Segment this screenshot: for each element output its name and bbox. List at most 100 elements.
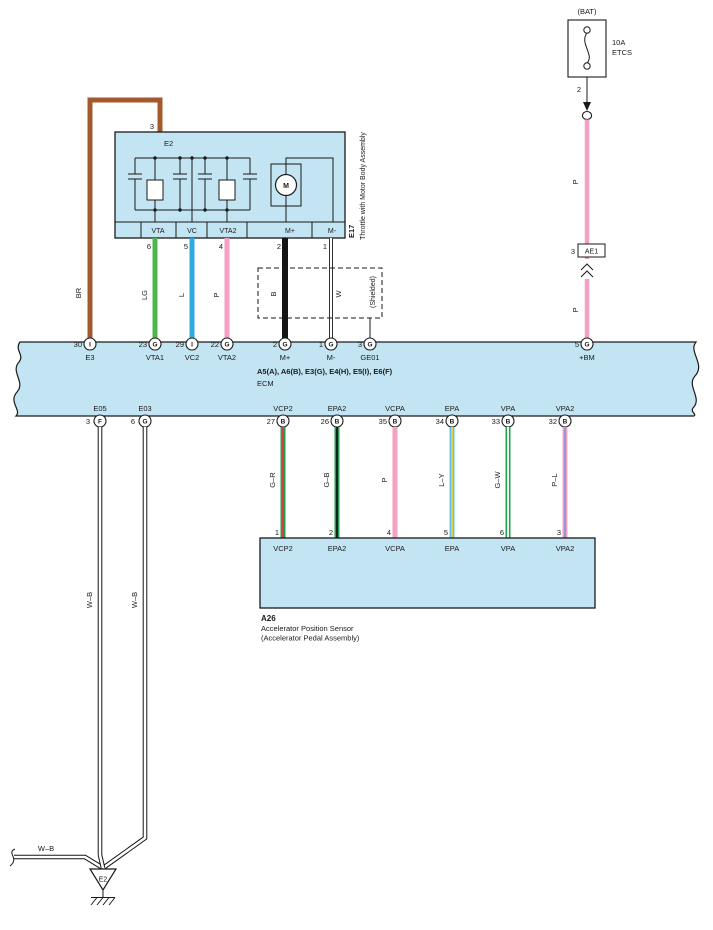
wire-color-label-gr: G–R bbox=[268, 472, 277, 488]
arrow-down-icon bbox=[583, 102, 591, 111]
sensor-name: Accelerator Position Sensor bbox=[261, 624, 354, 633]
ecm-title: ECM bbox=[257, 379, 274, 388]
sensor-name-2: (Accelerator Pedal Assembly) bbox=[261, 634, 360, 643]
throttle-connector-name: Throttle with Motor Body Assembly bbox=[360, 132, 367, 240]
pin-letter: B bbox=[506, 419, 511, 426]
fuse-symbol-icon bbox=[583, 26, 591, 70]
pin-number: 2 bbox=[273, 340, 277, 349]
wire-color-label-p: P bbox=[380, 477, 389, 482]
throttle-body-assembly: E2 M VTA VC VTA2 M+ M- 6 5 4 2 1 E17 Thr… bbox=[114, 131, 367, 251]
sensor-pin-number: 3 bbox=[557, 528, 561, 537]
terminal-label: VPA bbox=[501, 544, 515, 553]
terminal-label: VC2 bbox=[185, 353, 200, 362]
terminal-label: VPA2 bbox=[556, 544, 575, 553]
terminal-label: VPA bbox=[501, 404, 515, 413]
terminal-label: M- bbox=[327, 353, 336, 362]
pin-letter: B bbox=[450, 419, 455, 426]
wire-color-label-l: L bbox=[177, 293, 186, 297]
pin-number: 6 bbox=[131, 417, 135, 426]
battery-label: (BAT) bbox=[577, 7, 597, 16]
wire-color-label-pl: P–L bbox=[550, 473, 559, 486]
wire-color-label-br: BR bbox=[74, 287, 83, 298]
throttle-box-id: E2 bbox=[164, 139, 173, 148]
terminal-label: VCPA bbox=[385, 544, 405, 553]
pin-number: 3 bbox=[86, 417, 90, 426]
wire-color-label-ly: L–Y bbox=[437, 473, 446, 486]
pin-number: 1 bbox=[323, 242, 327, 251]
pin-number: 6 bbox=[147, 242, 151, 251]
pin-number: 29 bbox=[176, 340, 184, 349]
pin-circle bbox=[363, 337, 377, 351]
throttle-top-pin-number: 3 bbox=[150, 122, 154, 131]
ecm-band bbox=[13, 341, 700, 417]
br-wire-group: BR 3 bbox=[74, 97, 163, 340]
pin-number: 3 bbox=[358, 340, 362, 349]
sensor-box bbox=[259, 537, 596, 609]
ecm-pin-bm: 5 G +BM bbox=[575, 337, 595, 362]
ecm-connector-list: A5(A), A6(B), E3(G), E4(H), E5(I), E6(F) bbox=[257, 367, 393, 376]
pin-number: 4 bbox=[219, 242, 223, 251]
pin-number: 23 bbox=[139, 340, 147, 349]
wire-color-label-wb-e03: W–B bbox=[130, 592, 139, 608]
ecm-pin-e05: E05 3 F bbox=[86, 404, 107, 428]
pin-number: 33 bbox=[492, 417, 500, 426]
fuse-rating-label: 10A bbox=[612, 38, 625, 47]
terminal-label: EPA bbox=[445, 404, 459, 413]
sensor-id: A26 bbox=[261, 614, 276, 623]
pin-letter: B bbox=[335, 419, 340, 426]
pin-number: 30 bbox=[74, 340, 82, 349]
ecm-pin-vpa: VPA 33 B bbox=[492, 404, 515, 428]
earth-ground-icon bbox=[90, 897, 116, 906]
pin-letter: B bbox=[281, 419, 286, 426]
pin-letter: G bbox=[152, 342, 157, 349]
motor-symbol bbox=[274, 173, 298, 197]
wire-color-label-p-upper: P bbox=[571, 179, 580, 184]
terminal-label: VCPA bbox=[385, 404, 405, 413]
wire-br bbox=[87, 97, 163, 340]
pin-number: 27 bbox=[267, 417, 275, 426]
wire-color-label-p-lower: P bbox=[571, 307, 580, 312]
motor-label: M bbox=[283, 183, 289, 190]
junction-pin-number: 3 bbox=[571, 247, 575, 256]
junction-label: AE1 bbox=[585, 249, 598, 256]
wire-color-label-wb-horizontal: W–B bbox=[38, 844, 54, 853]
ecm-pin-vta1: 23 G VTA1 bbox=[139, 337, 164, 362]
wire-color-label-b: B bbox=[269, 291, 278, 296]
pin-number: 22 bbox=[211, 340, 219, 349]
pin-number: 35 bbox=[379, 417, 387, 426]
pin-letter: B bbox=[563, 419, 568, 426]
ecm-pin-vc2: 29 I VC2 bbox=[176, 337, 200, 362]
sensor-pin-number: 6 bbox=[500, 528, 504, 537]
wire-color-label-gb: G–B bbox=[322, 472, 331, 487]
pin-letter: B bbox=[393, 419, 398, 426]
pin-letter: G bbox=[224, 342, 229, 349]
sensor-pin-number: 2 bbox=[329, 528, 333, 537]
terminal-label: VCP2 bbox=[273, 404, 293, 413]
connector-node bbox=[581, 110, 593, 121]
junction-box-ae1 bbox=[577, 243, 606, 258]
wire-color-label-gw: G–W bbox=[493, 471, 502, 489]
pin-number: 2 bbox=[277, 242, 281, 251]
terminal-label: EPA bbox=[445, 544, 459, 553]
wire-color-label-wb-e05: W–B bbox=[85, 592, 94, 608]
ecm-pin-e3: 30 I E3 bbox=[74, 337, 97, 362]
pin-circle bbox=[324, 337, 338, 351]
pin-number: 32 bbox=[549, 417, 557, 426]
sensor-pin-number: 5 bbox=[444, 528, 448, 537]
pin-number: 5 bbox=[184, 242, 188, 251]
terminal-label: E03 bbox=[138, 404, 151, 413]
terminal-label: +BM bbox=[579, 353, 595, 362]
sensor-pin-number: 1 bbox=[275, 528, 279, 537]
terminal-label: VCP2 bbox=[273, 544, 293, 553]
pin-letter: G bbox=[584, 342, 589, 349]
terminal-label: VTA1 bbox=[146, 353, 164, 362]
ecm-pin-m-minus: 1 G M- bbox=[319, 337, 338, 362]
pin-letter: I bbox=[191, 342, 193, 349]
ecm: A5(A), A6(B), E3(G), E4(H), E5(I), E6(F)… bbox=[13, 341, 700, 417]
pin-number: 26 bbox=[321, 417, 329, 426]
wire-wb-e03-core bbox=[102, 427, 147, 870]
fuse-name-label: ETCS bbox=[612, 48, 632, 57]
junction-dots bbox=[153, 156, 229, 212]
